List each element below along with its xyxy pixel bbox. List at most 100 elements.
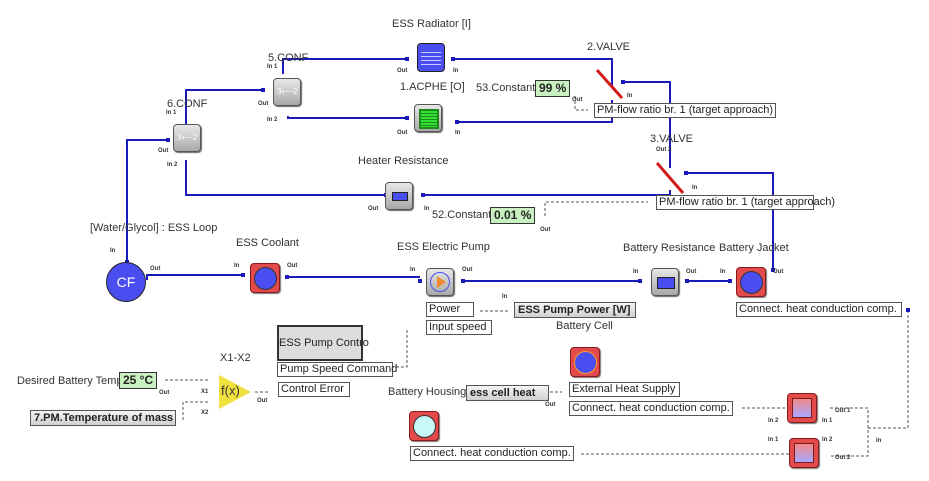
port-label: In — [234, 263, 240, 269]
pump-speed-command-port[interactable]: Pump Speed Command — [277, 362, 397, 377]
ess-radiator-label: ESS Radiator [I] — [392, 18, 471, 30]
battery-jacket-block[interactable] — [736, 267, 766, 297]
port-label: Out — [258, 101, 269, 107]
valve3-glyph — [655, 162, 685, 194]
constant53-value[interactable]: 99 % — [535, 80, 571, 97]
port-label: Out — [158, 148, 169, 154]
acphe-block[interactable] — [414, 104, 442, 132]
wire-valve3-to-jacket — [686, 172, 774, 270]
port-label: Out — [686, 269, 697, 275]
conf5-block[interactable]: 3⟵2 — [273, 78, 301, 106]
port-label: Out — [397, 130, 408, 136]
port-label: In — [110, 248, 116, 254]
conf5-label: 5.CONF — [268, 52, 309, 64]
wire-cf-to-conf6 — [126, 139, 168, 262]
battery-jacket-label: Battery Jacket — [719, 242, 789, 254]
housing-conduction-port[interactable]: Connect. heat conduction comp. — [410, 446, 574, 461]
port-label: Out — [287, 263, 298, 269]
port-label: In 1 — [822, 418, 833, 424]
wire-acphe-to-valve2 — [457, 100, 613, 123]
ess-coolant-block[interactable] — [250, 263, 280, 293]
port-label: In 2 — [822, 437, 833, 443]
control-error-port[interactable]: Control Error — [278, 382, 350, 397]
battery-housing-block[interactable] — [409, 411, 439, 441]
fluid-volume-icon — [254, 267, 277, 290]
wire-nodes — [125, 57, 910, 312]
port-label: In 2 — [768, 418, 779, 424]
port-label: Out — [150, 266, 161, 272]
port-label: In 1 — [267, 64, 278, 70]
conduction-wall-1[interactable] — [787, 393, 817, 423]
constant52-label: 52.Constant — [432, 209, 492, 221]
resistance-icon — [657, 277, 675, 289]
desired-temp-label: Desired Battery Temp — [17, 375, 123, 387]
ess-electric-pump-label: ESS Electric Pump — [397, 241, 490, 253]
port-label: Out — [159, 390, 170, 396]
conf6-block[interactable]: 3⟵2 — [173, 124, 201, 152]
junction-icon: 3⟵2 — [177, 133, 198, 142]
constant52-value[interactable]: 0.01 % — [490, 207, 536, 224]
radiator-fins-icon — [421, 49, 441, 65]
pm-temperature-sensor[interactable]: 7.PM.Temperature of mass — [30, 410, 176, 426]
port-label: In — [424, 206, 430, 212]
jacket-conduction-port[interactable]: Connect. heat conduction comp. — [736, 302, 902, 317]
fx-block[interactable] — [219, 375, 251, 409]
port-label: Out — [462, 267, 473, 273]
wire-conf6-to-heater — [185, 160, 386, 196]
pm-flow-ratio-valve3[interactable]: PM-flow ratio br. 1 (target approach) — [656, 195, 835, 210]
desired-temp-value[interactable]: 25 °C — [119, 372, 158, 389]
port-label: In 1 — [768, 437, 779, 443]
sig-jacket-to-wall — [868, 310, 909, 429]
fluid-volume-icon — [740, 271, 763, 294]
valve3-label: 3.VALVE — [650, 133, 694, 145]
input-speed-port[interactable]: Input speed — [426, 320, 492, 335]
cell-conduction-port[interactable]: Connect. heat conduction comp. — [569, 401, 733, 416]
port-label: In — [692, 185, 698, 191]
wire-conf5-to-acphe — [287, 116, 407, 119]
port-label: Out 1 — [835, 408, 851, 414]
power-port[interactable]: Power — [426, 302, 474, 317]
ess-cell-heat-sensor[interactable]: ess cell heat — [466, 385, 549, 401]
loop-title: [Water/Glycol] : ESS Loop — [90, 222, 218, 234]
thermal-mass-icon — [574, 351, 597, 374]
port-label: In — [410, 267, 416, 273]
acphe-label: 1.ACPHE [O] — [400, 81, 465, 93]
ess-radiator-block[interactable] — [417, 43, 445, 72]
ess-pump-power-display[interactable]: ESS Pump Power [W] — [514, 302, 636, 318]
port-label: Out — [545, 402, 556, 408]
cf-block[interactable]: CF — [106, 262, 146, 302]
fx-label: f(x) — [221, 383, 240, 398]
valve2-glyph — [595, 69, 624, 99]
heater-resistance-block[interactable] — [385, 182, 413, 210]
port-label: In — [453, 68, 459, 74]
conf6-label: 6.CONF — [167, 98, 208, 110]
wall-icon — [792, 398, 812, 418]
port-label: Out — [368, 206, 379, 212]
ess-pump-block[interactable] — [426, 268, 454, 296]
port-label: In 1 — [166, 110, 177, 116]
ess-pump-control-label: ESS Pump Contro — [279, 337, 369, 349]
wire-conf5-to-radiator — [282, 58, 407, 74]
junction-icon: 3⟵2 — [277, 87, 298, 96]
pm-temperature-label: 7.PM.Temperature of mass — [34, 412, 174, 424]
fluid-wires — [126, 58, 774, 282]
constant53-label: 53.Constant — [476, 82, 536, 94]
port-label: Out — [572, 97, 583, 103]
pump-arrow-icon — [437, 276, 446, 288]
wall-icon — [794, 443, 814, 463]
port-label: X2 — [201, 410, 209, 416]
conduction-wall-2[interactable] — [789, 438, 819, 468]
battery-cell-block[interactable] — [570, 347, 600, 377]
ess-coolant-label: ESS Coolant — [236, 237, 299, 249]
ess-pump-control-block[interactable]: ESS Pump Contro — [277, 325, 369, 361]
port-label: In — [627, 93, 633, 99]
pm-flow-ratio-valve2[interactable]: PM-flow ratio br. 1 (target approach) — [594, 103, 776, 118]
x1-x2-label: X1-X2 — [220, 352, 251, 364]
port-label: Out — [773, 269, 784, 275]
sig-wall-link — [830, 407, 869, 457]
external-heat-supply-port[interactable]: External Heat Supply — [569, 382, 680, 397]
port-label: Out 2 — [835, 455, 851, 461]
port-label: X1 — [201, 389, 209, 395]
battery-resistance-block[interactable] — [651, 268, 679, 296]
port-label: In — [876, 438, 882, 444]
